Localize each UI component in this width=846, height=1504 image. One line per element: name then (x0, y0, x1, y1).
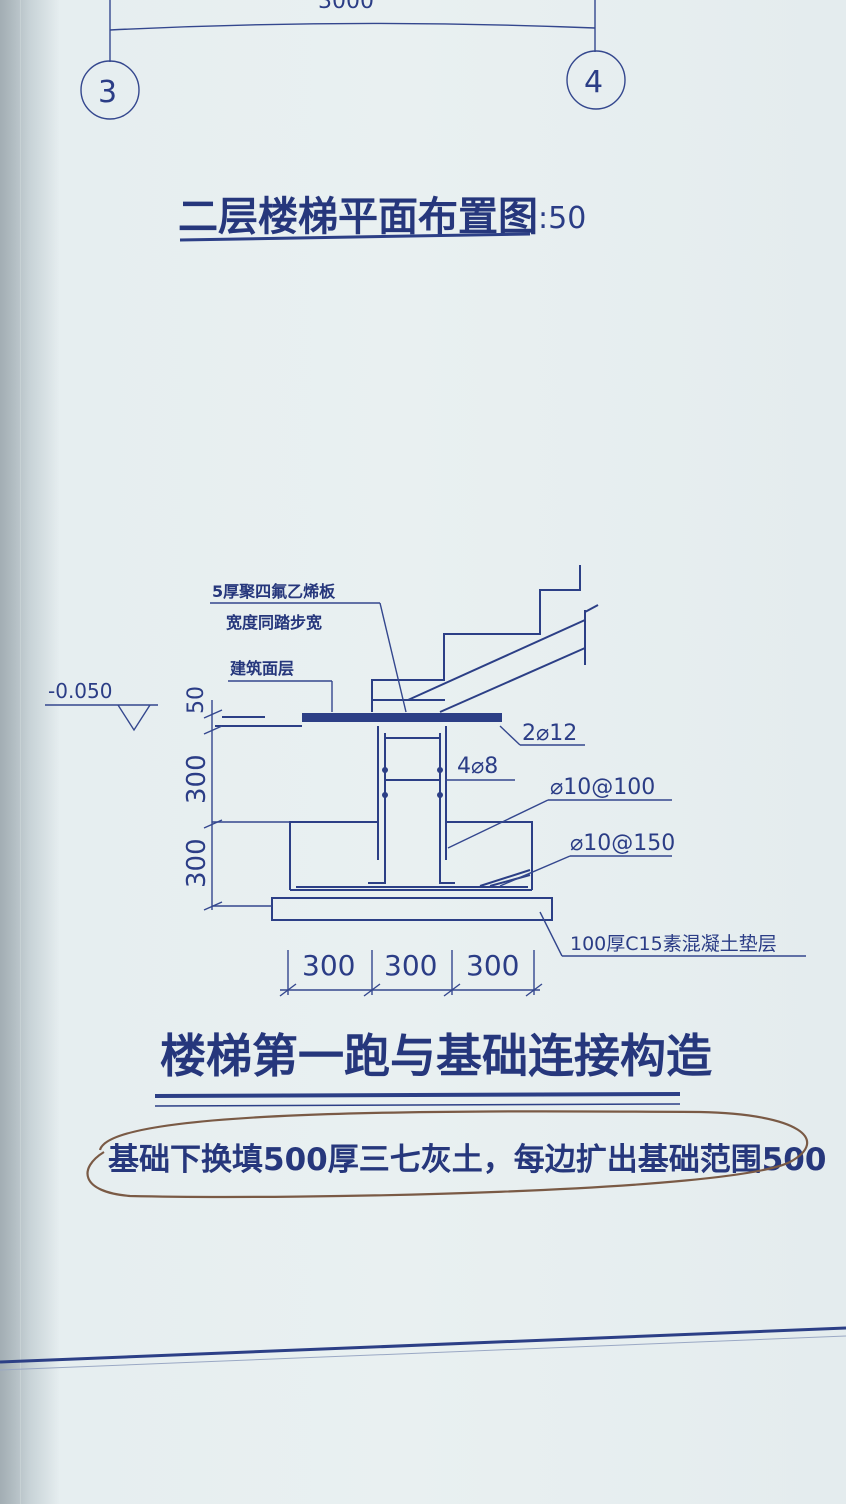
bottom-dim-2: 300 (384, 949, 437, 982)
label-4-8: 4⌀8 (457, 754, 498, 779)
finish-layer-bar (302, 713, 502, 722)
sheet-border-line-thin (0, 1335, 846, 1371)
label-ptfe-line2: 宽度同踏步宽 (226, 613, 322, 632)
tick-mid (203, 819, 223, 829)
bottom-dim-3: 300 (466, 949, 519, 982)
axis-bubble-3 (80, 60, 140, 120)
foundation-note: 基础下换填500厚三七灰土，每边扩出基础范围500 (108, 1142, 826, 1178)
plan-scale: :50 (538, 201, 586, 236)
pencil-circle (86, 1110, 809, 1199)
leader-10-150-d (499, 855, 571, 887)
stair-slab-top (407, 619, 586, 701)
bottom-dim-1: 300 (302, 949, 355, 982)
bottom-tick-2 (363, 983, 381, 997)
leader-cushion-d (539, 911, 563, 957)
rebar-dot-2 (437, 767, 443, 773)
plan-title-underline (179, 232, 531, 242)
dimension-line-top (109, 22, 596, 31)
concrete-cushion (271, 897, 553, 921)
dim-300-upper: 300 (182, 754, 212, 804)
rebar-dot-4 (437, 792, 443, 798)
detail-title-underline-thick (154, 1092, 681, 1098)
elevation-triangle (117, 704, 151, 732)
dimension-value-top: 3000 (318, 0, 374, 14)
tick-50-top (203, 709, 223, 719)
leader-ptfe-d (379, 602, 407, 713)
tick-50-bottom (203, 725, 223, 735)
stair-foundation-detail: 5厚聚四氟乙烯板 宽度同踏步宽 建筑面层 -0.050 50 300 300 2… (45, 565, 806, 1107)
sheet-border-line (0, 1326, 846, 1364)
leader-2-12-d (499, 725, 521, 746)
paper-shadow (0, 0, 60, 1504)
stair-slab-bottom (439, 647, 586, 713)
page-fold-line (20, 0, 21, 1504)
detail-title-underline-thin (154, 1103, 681, 1107)
leader-10-100-d (447, 799, 549, 849)
rebar-dot-3 (382, 792, 388, 798)
label-cushion: 100厚C15素混凝土垫层 (570, 933, 777, 955)
mesh-hatch (479, 869, 531, 887)
footing-left-step (289, 821, 378, 890)
dim-50: 50 (184, 686, 209, 714)
dim-300-lower: 300 (182, 838, 212, 888)
label-2-12: 2⌀12 (522, 721, 577, 746)
footing-right-step (446, 821, 533, 890)
detail-title: 楼梯第一跑与基础连接构造 (160, 1029, 712, 1083)
bottom-tick-1 (279, 983, 297, 997)
bottom-tick-4 (525, 983, 543, 997)
rebar-dot-1 (382, 767, 388, 773)
note-group: 基础下换填500厚三七灰土，每边扩出基础范围500 (86, 1110, 826, 1199)
label-10-150: ⌀10@150 (570, 831, 675, 856)
axis-label-4: 4 (584, 65, 603, 100)
rebar-right-vertical (439, 733, 455, 884)
axis-label-3: 3 (98, 75, 117, 110)
label-10-100: ⌀10@100 (550, 775, 655, 800)
rebar-left-vertical (368, 733, 386, 884)
top-plan: 3000 3 4 二层楼梯平面布置图 :50 (80, 0, 626, 242)
label-finish: 建筑面层 (230, 659, 294, 678)
plan-title: 二层楼梯平面布置图 (178, 194, 538, 240)
bottom-tick-3 (443, 983, 461, 997)
break-mark (584, 604, 599, 613)
axis-bubble-4 (566, 50, 626, 110)
elevation-value: -0.050 (48, 679, 112, 703)
label-ptfe-line1: 5厚聚四氟乙烯板 (212, 582, 336, 601)
stair-steps-outline (371, 565, 581, 712)
